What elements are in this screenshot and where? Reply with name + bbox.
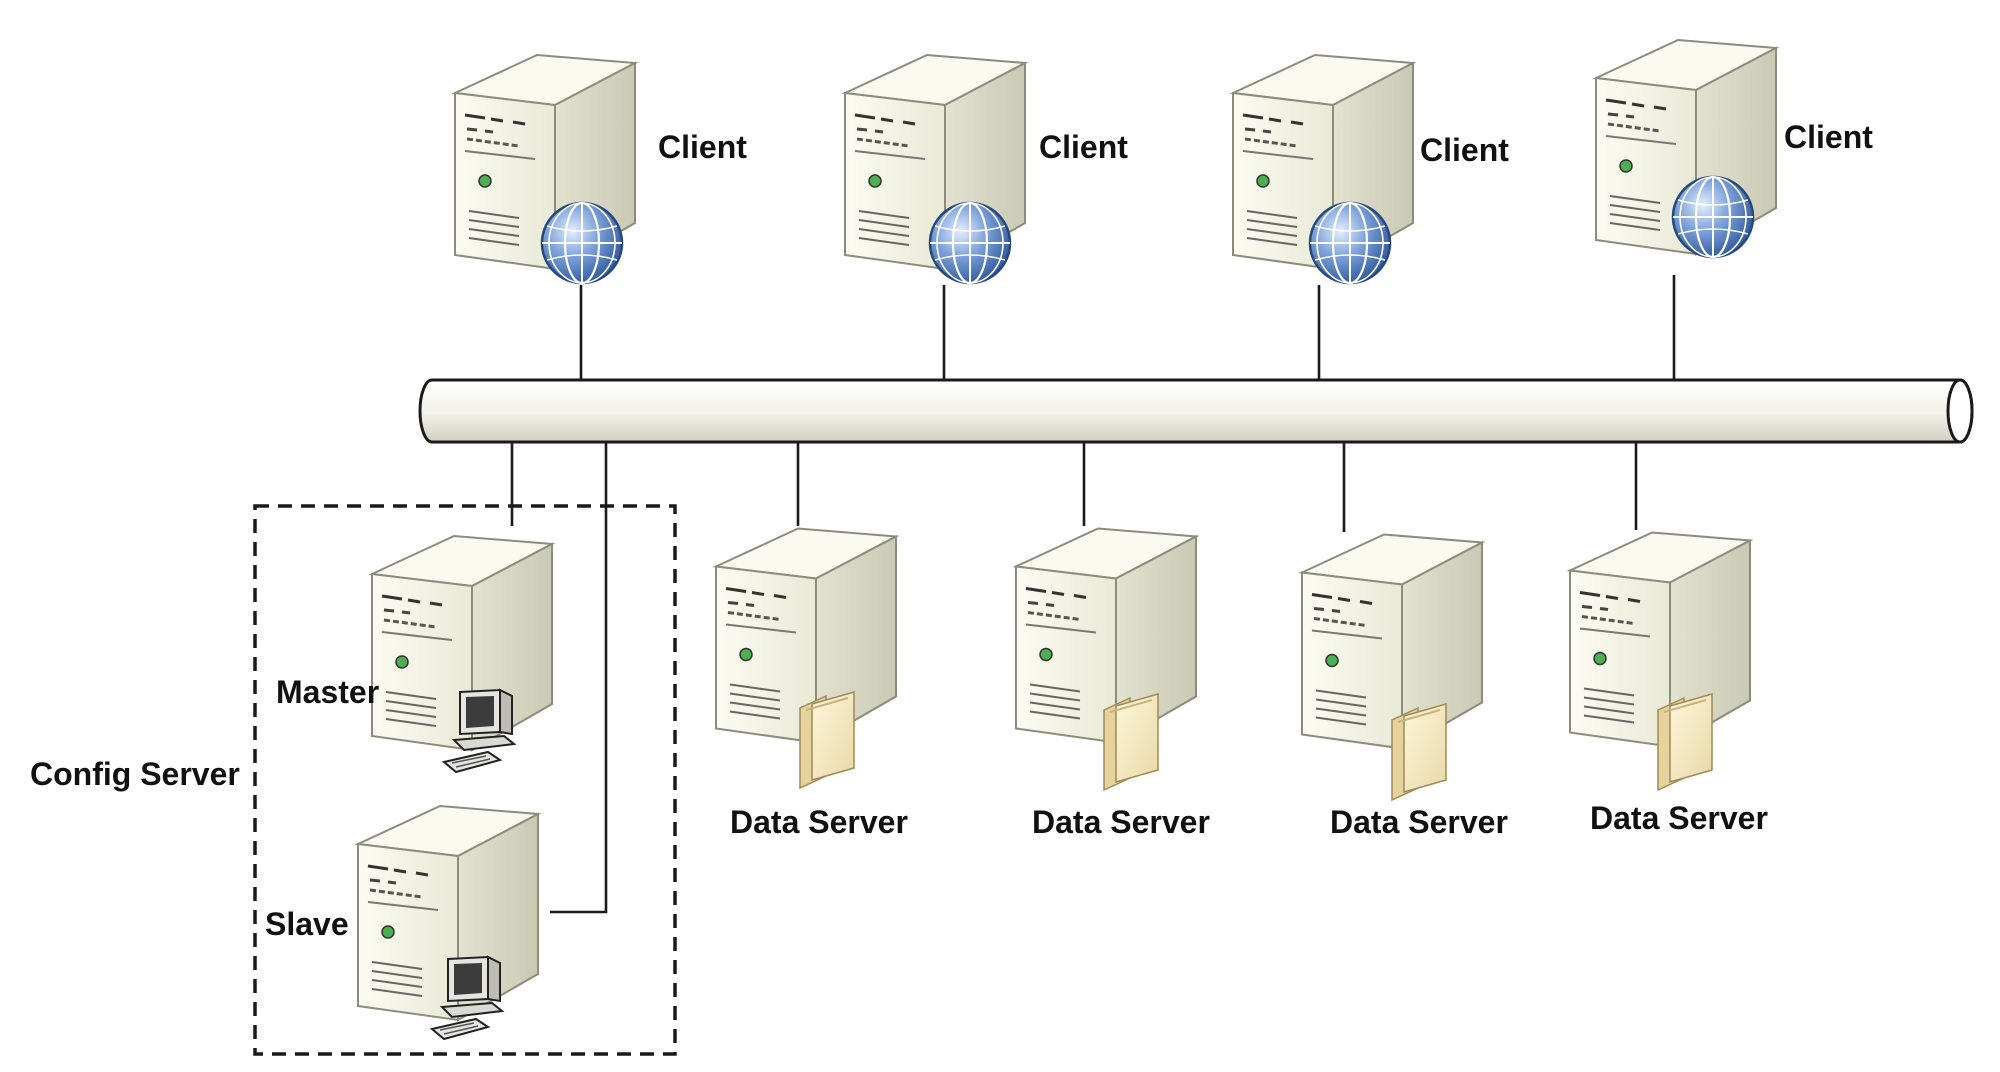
client-label: Client [1039, 129, 1128, 165]
folder-icon [1657, 693, 1713, 791]
network-bus-pipe [418, 378, 1974, 444]
master-node: Master [276, 534, 554, 773]
data-server-label: Data Server [1590, 800, 1768, 836]
globe-icon [1671, 175, 1755, 259]
client-label: Client [658, 129, 747, 165]
data-server-node: Data Server [1568, 530, 1768, 836]
folder-icon [1391, 703, 1447, 801]
config-server-boundary [253, 504, 677, 1056]
master-label: Master [276, 674, 379, 710]
globe-icon [540, 201, 624, 285]
globe-icon [928, 201, 1012, 285]
client-label: Client [1784, 119, 1873, 155]
slave-label: Slave [265, 906, 349, 942]
config-server-label: Config Server [30, 756, 240, 792]
config-server-group: Config Server Master Slave [30, 504, 677, 1056]
data-server-label: Data Server [730, 804, 908, 840]
slave-link [550, 442, 608, 914]
data-server-node: Data Server [714, 526, 908, 840]
client-node: Client [1594, 38, 1873, 259]
folder-icon [799, 691, 855, 789]
data-server-node: Data Server [1014, 526, 1210, 840]
globe-icon [1308, 201, 1392, 285]
server-tower-icon [1300, 532, 1484, 751]
data-server-label: Data Server [1330, 804, 1508, 840]
client-label: Client [1420, 132, 1509, 168]
client-node: Client [453, 53, 747, 285]
slave-node: Slave [265, 804, 540, 1040]
data-server-node: Data Server [1300, 532, 1508, 840]
folder-icon [1103, 693, 1159, 791]
client-node: Client [843, 53, 1128, 285]
data-server-label: Data Server [1032, 804, 1210, 840]
client-node: Client [1231, 53, 1509, 285]
